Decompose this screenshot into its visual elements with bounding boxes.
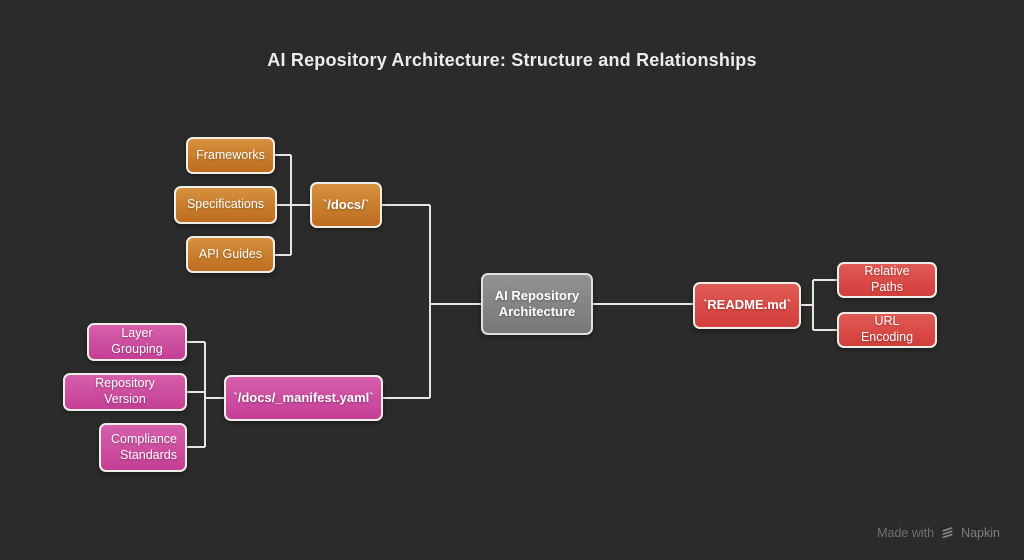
- node-relative-paths: Relative Paths: [837, 262, 937, 298]
- connector-readme-bracket: [801, 279, 837, 331]
- node-label: Repository Version: [95, 376, 155, 406]
- node-docs: `/docs/`: [310, 182, 382, 228]
- node-label: `README.md`: [702, 297, 792, 313]
- node-readme: `README.md`: [693, 282, 801, 329]
- connector-docs-bracket: [275, 154, 310, 256]
- diagram-title: AI Repository Architecture: Structure an…: [267, 50, 757, 70]
- node-layer-grouping: Layer Grouping: [87, 323, 187, 361]
- node-label: Layer Grouping: [111, 326, 163, 356]
- node-compliance-standards: Compliance Standards: [99, 423, 187, 472]
- node-repository-version: Repository Version: [63, 373, 187, 411]
- node-label: URL Encoding: [860, 314, 914, 344]
- node-label: Compliance Standards: [110, 431, 177, 462]
- connector-manifest-bracket: [187, 341, 224, 448]
- node-frameworks: Frameworks: [186, 137, 275, 174]
- watermark: Made with Napkin: [877, 525, 1000, 540]
- node-label: AI Repository Architecture: [494, 287, 580, 319]
- node-center-architecture: AI Repository Architecture: [481, 273, 593, 335]
- connector-trunk: [382, 204, 481, 399]
- napkin-logo-icon: [942, 527, 953, 539]
- node-label: `/docs/_manifest.yaml`: [233, 389, 374, 405]
- node-label: Specifications: [186, 197, 265, 212]
- node-label: Frameworks: [196, 147, 265, 162]
- watermark-text: Made with: [877, 525, 935, 540]
- node-label: `/docs/`: [322, 196, 370, 212]
- node-label: API Guides: [198, 246, 263, 261]
- watermark-brand: Napkin: [961, 525, 1000, 540]
- node-manifest: `/docs/_manifest.yaml`: [224, 375, 383, 421]
- node-api-guides: API Guides: [186, 236, 275, 273]
- node-url-encoding: URL Encoding: [837, 312, 937, 348]
- node-specifications: Specifications: [174, 186, 277, 224]
- node-label: Relative Paths: [864, 264, 910, 294]
